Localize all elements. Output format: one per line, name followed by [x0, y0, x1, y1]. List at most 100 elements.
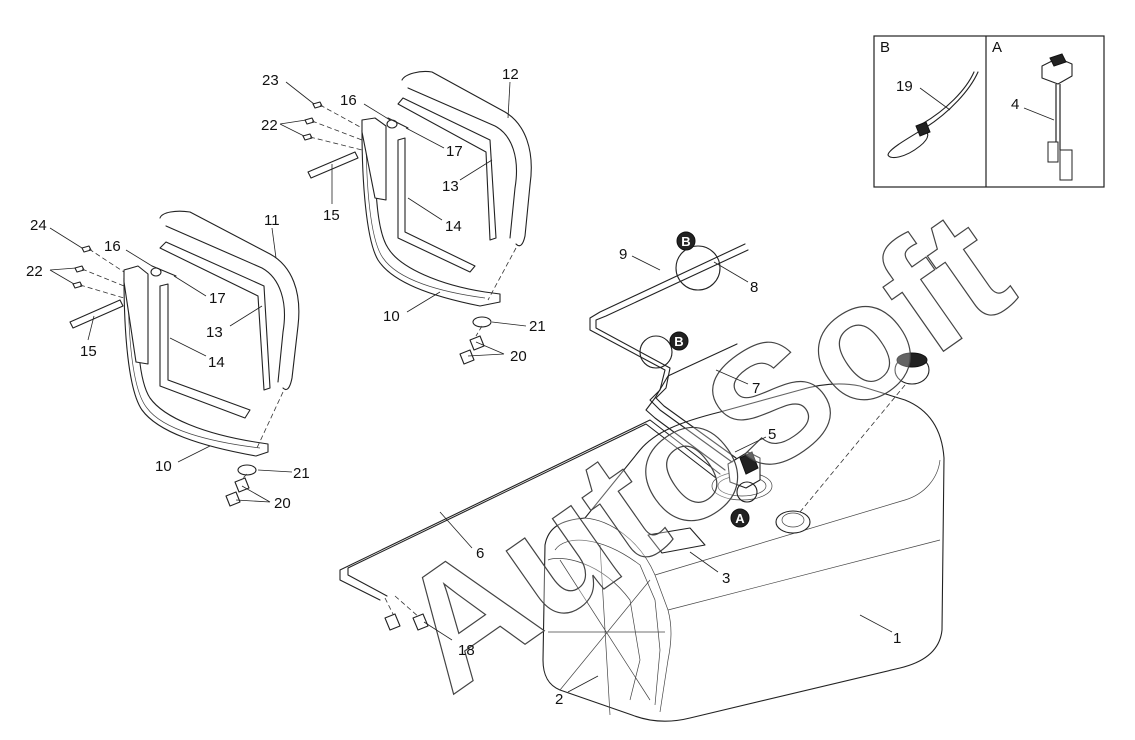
pad-13-left	[159, 241, 271, 391]
dash-22c	[81, 268, 125, 287]
marker-b-mid-badge	[669, 331, 689, 351]
leader-20-left	[235, 485, 271, 503]
leader-3	[689, 551, 719, 573]
pad-14-left	[159, 283, 251, 419]
bracket-10-right	[361, 129, 501, 307]
filler-neck	[775, 510, 811, 534]
sender-unit	[727, 451, 761, 503]
label-3: 3	[722, 570, 730, 587]
label-5: 5	[768, 426, 776, 443]
connector-18a	[384, 613, 401, 631]
nut-20a-left	[234, 477, 250, 493]
inset-box: B A 19 4	[873, 35, 1105, 188]
label-21-left: 21	[293, 465, 310, 482]
line-6a	[339, 419, 721, 601]
label-4: 4	[1011, 96, 1019, 113]
strap-assembly-right	[361, 70, 532, 307]
leader-14-right	[407, 197, 443, 221]
sender-4-float	[1047, 141, 1059, 163]
label-1: 1	[893, 630, 901, 647]
label-13-left: 13	[206, 324, 223, 341]
tank-end-cross	[548, 544, 665, 716]
label-12: 12	[502, 66, 519, 83]
pad-14	[397, 137, 476, 273]
label-15-right: 15	[323, 207, 340, 224]
cable-tie-edge	[921, 71, 975, 125]
tank-mid-edge	[667, 539, 941, 611]
detail-ring-b-mid	[639, 335, 673, 369]
bracket-plate-left	[123, 265, 149, 365]
washer-21-right	[472, 316, 492, 328]
leader-22-right	[279, 119, 307, 137]
label-11: 11	[264, 212, 280, 229]
sender-4-connector	[1049, 53, 1067, 67]
filler-neck-inner	[781, 512, 805, 528]
nut-20a-right	[469, 335, 485, 351]
dash-22d	[79, 284, 125, 299]
dash-22a	[311, 120, 363, 141]
bracket-plate-right	[361, 117, 387, 201]
strap-right-dash	[487, 247, 517, 301]
leader-21-right	[491, 321, 527, 327]
strap-assembly-left	[123, 210, 300, 457]
leader-13-left	[229, 305, 263, 327]
strap-12-inner	[407, 87, 518, 239]
label-20-right: 20	[510, 348, 527, 365]
nut-20b-right	[459, 349, 475, 365]
label-20-left: 20	[274, 495, 291, 512]
leader-20-right	[467, 341, 505, 357]
strap-12	[401, 70, 532, 247]
label-16-left: 16	[104, 238, 121, 255]
leader-6	[439, 511, 473, 549]
line-dash-18b	[394, 595, 421, 619]
line-8	[595, 249, 749, 459]
leader-21-left	[257, 469, 293, 473]
bracket-10-left	[123, 277, 269, 457]
leader-17-left	[173, 275, 207, 297]
leader-16-right	[363, 103, 391, 121]
bolt-22b	[302, 133, 313, 141]
cable-tie-head	[915, 121, 931, 137]
sender-ring	[736, 481, 758, 503]
label-plate	[647, 527, 706, 554]
label-7: 7	[752, 380, 760, 397]
tank-end-inner-2	[547, 558, 641, 701]
label-15-left: 15	[80, 343, 97, 360]
pin-17-left	[151, 265, 177, 277]
leader-10-right	[406, 291, 441, 313]
label-9: 9	[619, 246, 627, 263]
leader-7	[715, 369, 749, 385]
label-24: 24	[30, 217, 47, 234]
leader-8	[713, 261, 749, 283]
tank-top-edge	[654, 459, 941, 576]
label-10-right: 10	[383, 308, 400, 325]
nut-20b-left	[225, 491, 241, 507]
strap-11-inner	[165, 225, 285, 383]
leader-2	[567, 675, 599, 693]
label-19: 19	[896, 78, 913, 95]
leader-19	[919, 87, 951, 111]
bracket-10-left-inner	[127, 277, 261, 449]
label-22-right: 22	[261, 117, 278, 134]
leader-5	[734, 436, 767, 453]
label-2: 2	[555, 691, 563, 708]
leader-10-left	[177, 445, 211, 463]
leader-16-left	[125, 249, 153, 267]
strap-11	[159, 210, 300, 391]
inset-letter-b: B	[880, 39, 890, 56]
leader-24	[49, 227, 83, 249]
leader-18	[423, 621, 453, 641]
detail-markers: B B A	[639, 231, 750, 528]
label-13-right: 13	[442, 178, 459, 195]
marker-a: A	[735, 511, 745, 526]
dash-22b	[309, 136, 363, 151]
label-8: 8	[750, 279, 758, 296]
tank-end-inner	[554, 539, 661, 706]
dash-21-right	[475, 325, 483, 337]
sender-4-foot	[1059, 149, 1073, 181]
cap-dash-line	[799, 384, 906, 513]
label-14-right: 14	[445, 218, 462, 235]
hardware-left	[69, 245, 257, 507]
leader-11	[271, 227, 277, 259]
leader-22-left	[49, 267, 77, 285]
